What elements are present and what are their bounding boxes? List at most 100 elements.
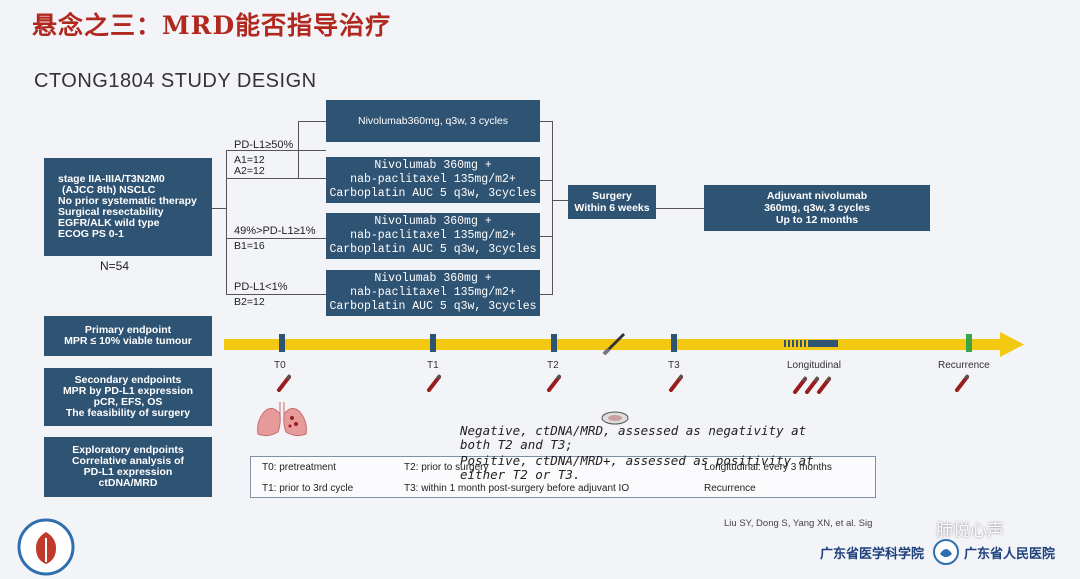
- timepoint-label: Recurrence: [938, 360, 990, 371]
- legend-t0: T0: pretreatment: [262, 462, 336, 473]
- eligibility-line: Surgical resectability: [58, 206, 164, 218]
- eligibility-line: No prior systematic therapy: [58, 195, 197, 207]
- legend-box: [250, 456, 876, 498]
- reference-citation: Liu SY, Dong S, Yang XN, et al. Sig: [724, 518, 873, 529]
- longitudinal-marker: [784, 340, 808, 347]
- endpoint-line: Exploratory endpoints: [72, 444, 184, 456]
- watermark: 肺悦心声: [936, 521, 1004, 540]
- arm-line: Nivolumab 360mg +: [374, 272, 492, 285]
- secondary-endpoint-box: Secondary endpoints MPR by PD-L1 express…: [44, 368, 212, 426]
- timepoint-marker: [430, 334, 436, 352]
- study-design-title: CTONG1804 STUDY DESIGN: [34, 70, 317, 92]
- connector: [298, 121, 299, 178]
- arm-line: Carboplatin AUC 5 q3w, 3cycles: [329, 187, 537, 200]
- legend-longitudinal: Longitudinal: every 3 months: [704, 462, 832, 473]
- endpoint-line: ctDNA/MRD: [98, 477, 158, 489]
- timepoint-label: T2: [547, 360, 559, 371]
- eligibility-line: (AJCC 8th) NSCLC: [62, 184, 156, 196]
- arm-box-combo: Nivolumab 360mg + nab-paclitaxel 135mg/m…: [326, 270, 540, 316]
- surgery-box: Surgery Within 6 weeks: [568, 185, 656, 219]
- adjuvant-line: Adjuvant nivolumab: [766, 190, 868, 202]
- eligibility-line: stage IIA-IIIA/T3N2M0: [58, 173, 165, 185]
- adjuvant-line: Up to 12 months: [775, 214, 859, 226]
- annotation-line: Positive, ctDNA/MRD+, assessed as positi…: [460, 453, 814, 468]
- exploratory-endpoint-box: Exploratory endpoints Correlative analys…: [44, 437, 212, 497]
- timepoint-marker: [551, 334, 557, 352]
- group-count: A2=12: [234, 165, 265, 177]
- endpoint-line: Secondary endpoints: [74, 374, 182, 386]
- recurrence-marker: [966, 334, 972, 352]
- eligibility-line: EGFR/ALK wild type: [58, 217, 160, 229]
- group-count: A1=12: [234, 154, 265, 166]
- legend-t3: T3: within 1 month post-surgery before a…: [404, 483, 630, 494]
- endpoint-line: pCR, EFS, OS: [93, 396, 163, 408]
- blood-tube-icon: [277, 374, 292, 392]
- endpoint-line: Primary endpoint: [84, 324, 172, 336]
- connector: [656, 208, 704, 209]
- longitudinal-marker: [808, 340, 838, 347]
- timepoint-label: T3: [668, 360, 680, 371]
- legend-t1: T1: prior to 3rd cycle: [262, 483, 354, 494]
- blood-tube-icon: [793, 376, 808, 394]
- timepoint-marker: [671, 334, 677, 352]
- connector: [226, 150, 326, 151]
- slide-title: 悬念之三：MRD能否指导治疗: [32, 11, 392, 40]
- timepoint-label: T0: [274, 360, 286, 371]
- endpoint-line: PD-L1 expression: [83, 466, 173, 478]
- connector: [212, 208, 226, 209]
- timepoint-marker: [279, 334, 285, 352]
- legend-recurrence: Recurrence: [704, 483, 756, 494]
- connector: [226, 178, 326, 179]
- blood-tube-icon: [669, 374, 684, 392]
- connector: [552, 121, 553, 295]
- arm-line: Carboplatin AUC 5 q3w, 3cycles: [329, 300, 537, 313]
- group-label-high: PD-L1≥50%: [234, 139, 294, 151]
- group-label-low: PD-L1<1%: [234, 281, 288, 293]
- arm-box-nivolumab: Nivolumab360mg, q3w, 3 cycles: [326, 100, 540, 142]
- eligibility-box: stage IIA-IIIA/T3N2M0 (AJCC 8th) NSCLC N…: [44, 158, 212, 256]
- legend-t2: T2: prior to surgery: [404, 462, 489, 473]
- group-label-mid: 49%>PD-L1≥1%: [234, 225, 316, 237]
- connector: [226, 238, 326, 239]
- arm-line: Nivolumab 360mg +: [374, 215, 492, 228]
- hospital-logo-icon: [17, 518, 75, 576]
- arm-line: Nivolumab360mg, q3w, 3 cycles: [358, 115, 508, 127]
- connector: [226, 294, 326, 295]
- timepoint-label: Longitudinal: [787, 360, 841, 371]
- blood-tube-icon: [547, 374, 562, 392]
- annotation-line: either T2 or T3.: [460, 467, 581, 482]
- blood-tube-icon: [805, 376, 820, 394]
- blood-tube-icon: [955, 374, 970, 392]
- annotation-line: Negative, ctDNA/MRD, assessed as negativ…: [460, 423, 807, 438]
- petri-dish-icon: [601, 411, 629, 425]
- lung-icon: [257, 402, 307, 437]
- surgery-line: Within 6 weeks: [574, 202, 650, 214]
- connector: [298, 121, 326, 122]
- connector: [552, 200, 568, 201]
- scalpel-icon: [602, 332, 626, 356]
- org-name: 广东省医学科学院: [820, 547, 925, 562]
- endpoint-line: MPR by PD-L1 expression: [62, 385, 194, 397]
- eligibility-line: ECOG PS 0-1: [58, 228, 124, 240]
- org-name: 广东省人民医院: [964, 547, 1056, 562]
- adjuvant-line: 360mg, q3w, 3 cycles: [764, 202, 870, 214]
- arm-line: Carboplatin AUC 5 q3w, 3cycles: [329, 243, 537, 256]
- adjuvant-box: Adjuvant nivolumab 360mg, q3w, 3 cycles …: [704, 185, 930, 231]
- arm-line: nab-paclitaxel 135mg/m2+: [350, 229, 516, 242]
- endpoint-line: MPR ≤ 10% viable tumour: [64, 335, 192, 347]
- blood-tube-icon: [427, 374, 442, 392]
- timepoint-label: T1: [427, 360, 439, 371]
- arm-box-combo: Nivolumab 360mg + nab-paclitaxel 135mg/m…: [326, 157, 540, 203]
- connector: [540, 180, 552, 181]
- annotation-line: both T2 and T3;: [460, 437, 573, 452]
- connector: [540, 121, 552, 122]
- endpoint-line: Correlative analysis of: [71, 455, 185, 467]
- blood-tube-icon: [817, 376, 832, 394]
- group-count: B1=16: [234, 240, 265, 252]
- connector: [540, 294, 552, 295]
- arm-box-combo: Nivolumab 360mg + nab-paclitaxel 135mg/m…: [326, 213, 540, 259]
- endpoint-line: The feasibility of surgery: [65, 407, 191, 419]
- surgery-line: Surgery: [592, 190, 632, 202]
- sample-size: N=54: [100, 259, 130, 273]
- arm-line: nab-paclitaxel 135mg/m2+: [350, 173, 516, 186]
